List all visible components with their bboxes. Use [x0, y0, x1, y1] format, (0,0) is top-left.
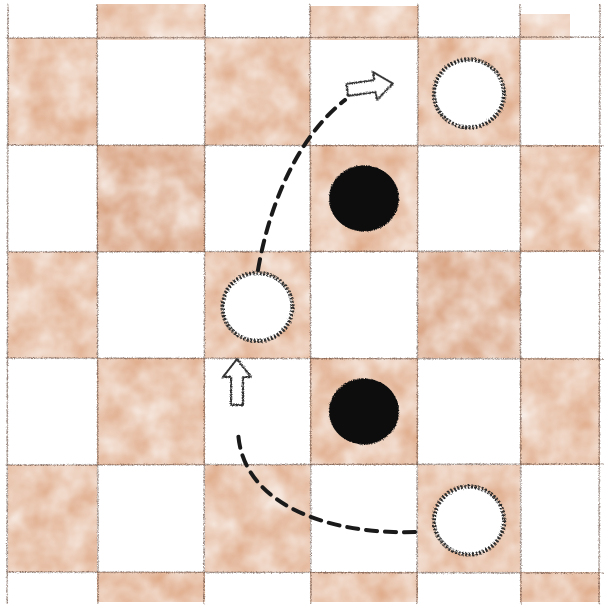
board-square-dark: [520, 145, 600, 252]
grid-line-vertical: [520, 4, 521, 604]
board-square-dark: [520, 358, 600, 465]
board-square-dark: [8, 38, 97, 145]
white-piece-end: [434, 60, 504, 128]
grid-line-horizontal: [6, 251, 604, 252]
board-square-dark: [205, 38, 310, 145]
grid-line-vertical: [310, 4, 311, 604]
grid-line-vertical: [7, 4, 8, 604]
grid-line-horizontal: [6, 464, 604, 465]
grid-line-vertical: [599, 4, 600, 604]
grid-line-vertical: [417, 4, 418, 604]
grid-line-horizontal: [6, 572, 604, 573]
grid-line-vertical: [97, 4, 98, 604]
board-square-dark: [310, 572, 418, 602]
black-piece-upper: [329, 166, 399, 232]
move-arrow-icon: [345, 70, 394, 104]
white-piece-middle: [223, 273, 293, 341]
arrow-outline: [223, 359, 251, 405]
grid-line-horizontal: [6, 37, 604, 38]
board-square-partial: [520, 14, 570, 40]
board-square-dark: [8, 252, 97, 358]
board-square-dark: [520, 572, 600, 602]
board-square-partial: [310, 6, 418, 40]
board-square-dark: [97, 358, 205, 465]
board-square-dark: [8, 465, 97, 572]
move-arrow-icon: [223, 359, 251, 405]
black-piece-lower: [329, 379, 399, 445]
board-square-dark: [418, 252, 520, 358]
arrow-outline: [345, 70, 394, 104]
board-square-dark: [97, 145, 205, 252]
board-square-dark: [97, 572, 205, 602]
grid-line-vertical: [204, 4, 205, 604]
board-square-partial: [97, 4, 205, 40]
grid-line-horizontal: [6, 358, 604, 359]
white-piece-start: [434, 487, 504, 555]
